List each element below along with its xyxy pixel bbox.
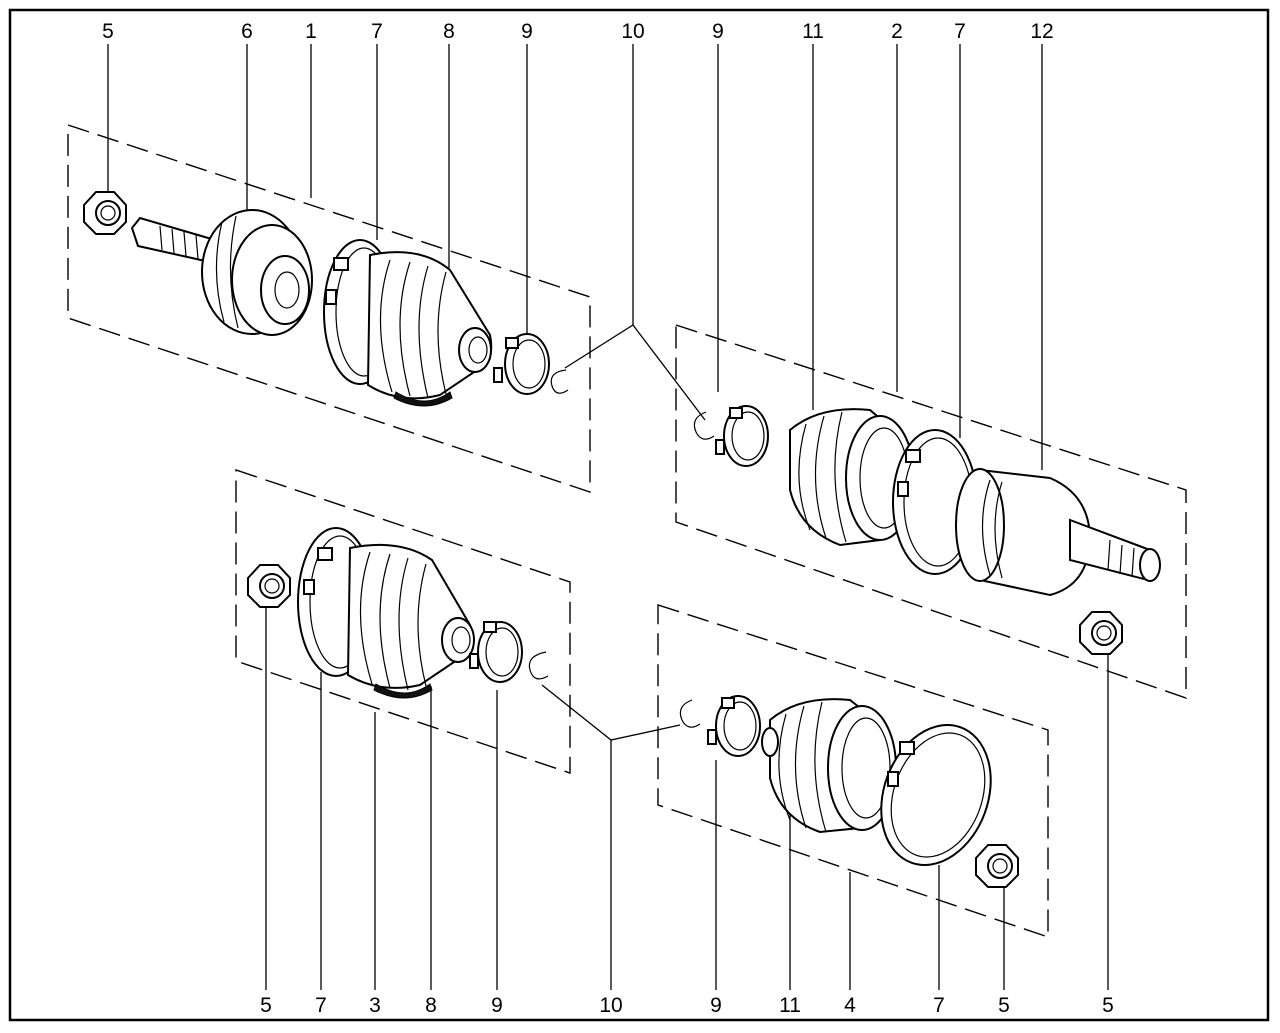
- small-clamp-icon: [469, 621, 523, 683]
- circlip-icon: [679, 699, 701, 728]
- small-clamp-icon: [715, 405, 769, 467]
- callout-top-11: 11: [802, 20, 824, 43]
- callout-top-12: 12: [1030, 20, 1053, 43]
- bottom-callouts: 5 7 3 8 9 10 9 11 4 7 5 5: [260, 994, 1114, 1017]
- callout-bottom-7a: 7: [315, 994, 327, 1017]
- large-clamp-icon: [880, 724, 992, 866]
- assembly-4-parts: [679, 695, 1019, 888]
- callout-top-7a: 7: [371, 20, 383, 43]
- leader-lines: [107, 44, 1109, 990]
- outer-boot-icon: [366, 251, 493, 407]
- callout-top-7b: 7: [954, 20, 966, 43]
- callout-top-5: 5: [102, 20, 114, 43]
- assembly-boxes: [67, 124, 1187, 938]
- circlip-icon: [528, 651, 549, 680]
- circlip-icon: [693, 411, 715, 440]
- inner-cv-joint-icon: [955, 468, 1161, 597]
- callout-bottom-5b: 5: [998, 994, 1010, 1017]
- assembly-box-1: [67, 124, 591, 493]
- assembly-2-parts: [693, 405, 1161, 655]
- callout-bottom-7b: 7: [933, 994, 945, 1017]
- assembly-3-parts: [247, 527, 549, 699]
- assembly-1-parts: [83, 191, 569, 407]
- callout-bottom-11: 11: [779, 994, 801, 1017]
- callout-top-10: 10: [621, 20, 644, 43]
- small-clamp-icon: [707, 695, 761, 757]
- hex-nut-icon: [83, 191, 127, 235]
- callout-bottom-9b: 9: [710, 994, 722, 1017]
- callout-top-2: 2: [891, 20, 903, 43]
- callout-top-9a: 9: [521, 20, 533, 43]
- callout-top-1: 1: [305, 20, 317, 43]
- inner-boot-icon: [761, 698, 897, 834]
- diagram-frame: [8, 8, 1270, 1022]
- callout-bottom-10: 10: [599, 994, 622, 1017]
- outer-cv-joint-icon: [130, 209, 313, 336]
- callout-bottom-5a: 5: [260, 994, 272, 1017]
- hex-nut-icon: [975, 844, 1019, 888]
- callout-bottom-9a: 9: [491, 994, 503, 1017]
- callout-bottom-3: 3: [369, 994, 381, 1017]
- callout-bottom-5c: 5: [1102, 994, 1114, 1017]
- hex-nut-icon: [1079, 611, 1123, 655]
- callout-bottom-4: 4: [844, 994, 856, 1017]
- assembly-box-2: [675, 324, 1187, 699]
- callout-top-8: 8: [443, 20, 455, 43]
- inner-boot-icon: [789, 408, 915, 547]
- circlip-icon: [550, 369, 569, 394]
- small-clamp-icon: [493, 333, 550, 395]
- callout-top-6: 6: [241, 20, 253, 43]
- assembly-box-3: [235, 469, 571, 774]
- outer-boot-icon: [346, 543, 475, 699]
- hex-nut-icon: [247, 564, 291, 608]
- assembly-box-4: [657, 604, 1049, 938]
- callout-top-9b: 9: [712, 20, 724, 43]
- top-callouts: 5 6 1 7 8 9 10 9 11 2 7 12: [102, 20, 1054, 43]
- callout-bottom-8: 8: [425, 994, 437, 1017]
